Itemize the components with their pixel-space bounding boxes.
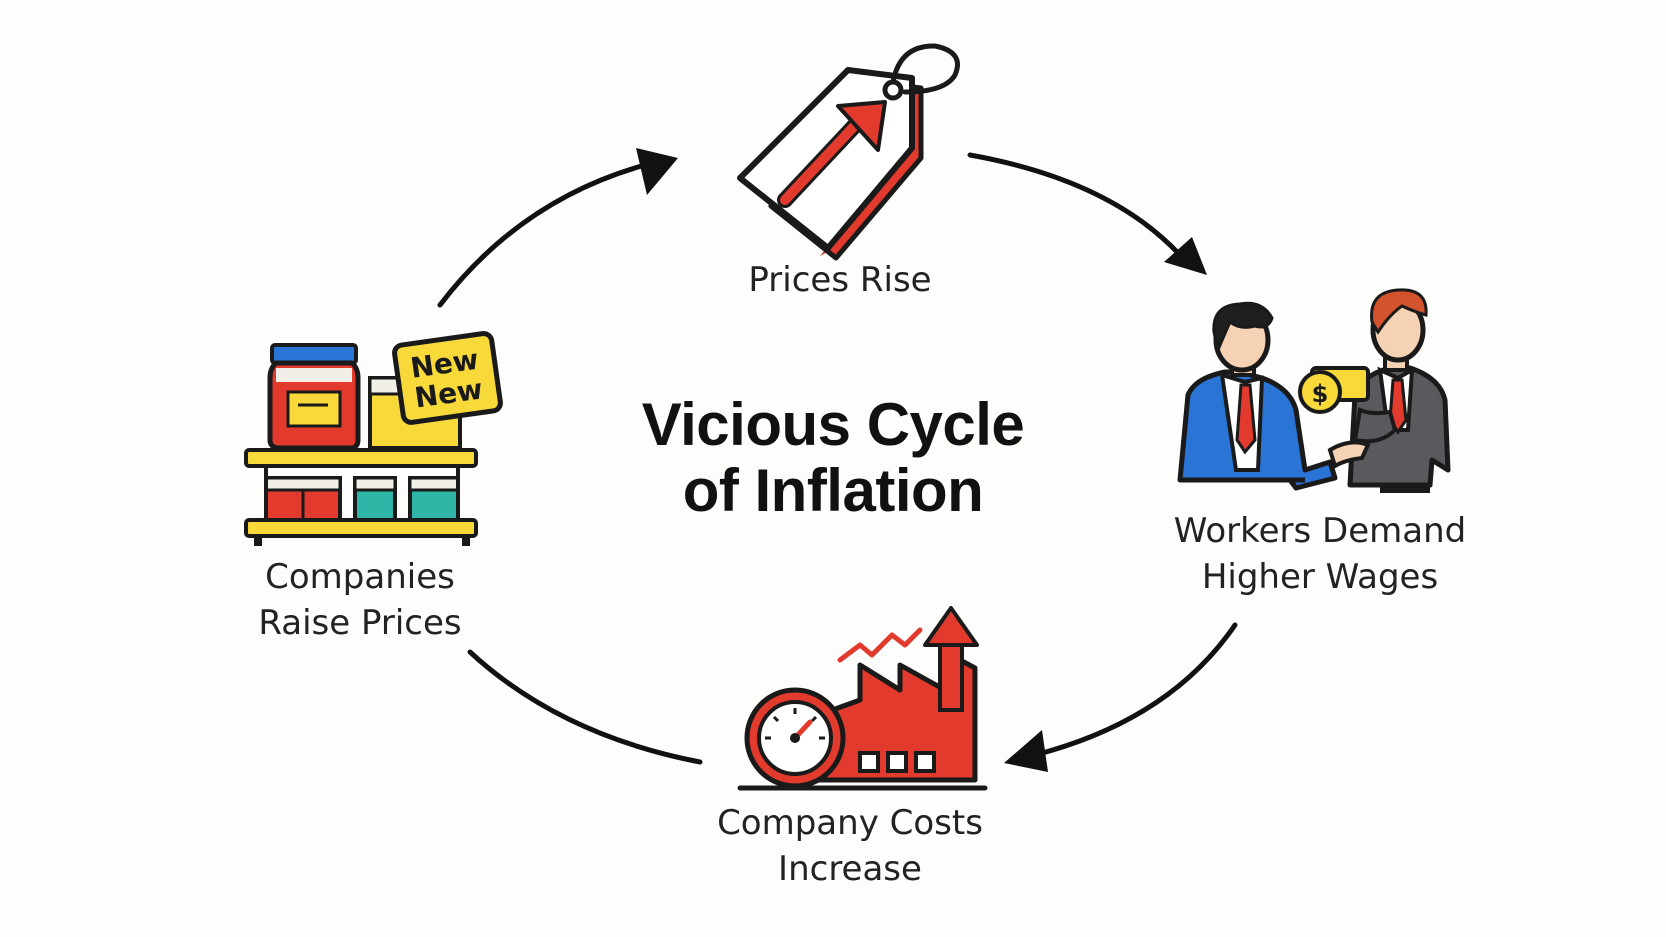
workers-money-exchange-icon: $ — [1177, 288, 1451, 493]
companies-line-2: Raise Prices — [258, 603, 462, 643]
workers-line-2: Higher Wages — [1201, 557, 1439, 597]
stage-label-workers-demand: Workers Demand Higher Wages — [1130, 508, 1510, 600]
title-line-1: Vicious Cycle — [641, 391, 1025, 458]
factory-gauge-rising-icon — [737, 606, 988, 791]
prices-rise-text: Prices Rise — [748, 260, 932, 300]
companies-line-1: Companies — [265, 557, 455, 597]
diagram-title: Vicious Cycle of Inflation — [533, 392, 1133, 524]
workers-line-1: Workers Demand — [1173, 511, 1467, 551]
price-tag-up-arrow-icon — [737, 43, 960, 261]
stage-label-prices-rise: Prices Rise — [690, 257, 990, 303]
cycle-arrow-prices-to-workers — [967, 152, 1207, 275]
stage-label-companies-raise: Companies Raise Prices — [210, 554, 510, 646]
cycle-arrow-companies-to-prices — [437, 148, 678, 308]
cycle-arrow-workers-to-costs — [1004, 622, 1238, 772]
stage-label-costs-increase: Company Costs Increase — [690, 800, 1010, 892]
costs-line-2: Increase — [778, 849, 922, 889]
svg-text:$: $ — [1312, 380, 1329, 408]
costs-line-1: Company Costs — [717, 803, 983, 843]
store-shelf-products-icon: New New — [244, 331, 503, 546]
title-line-2: of Inflation — [682, 457, 984, 524]
cycle-arrow-costs-to-companies — [467, 649, 703, 765]
